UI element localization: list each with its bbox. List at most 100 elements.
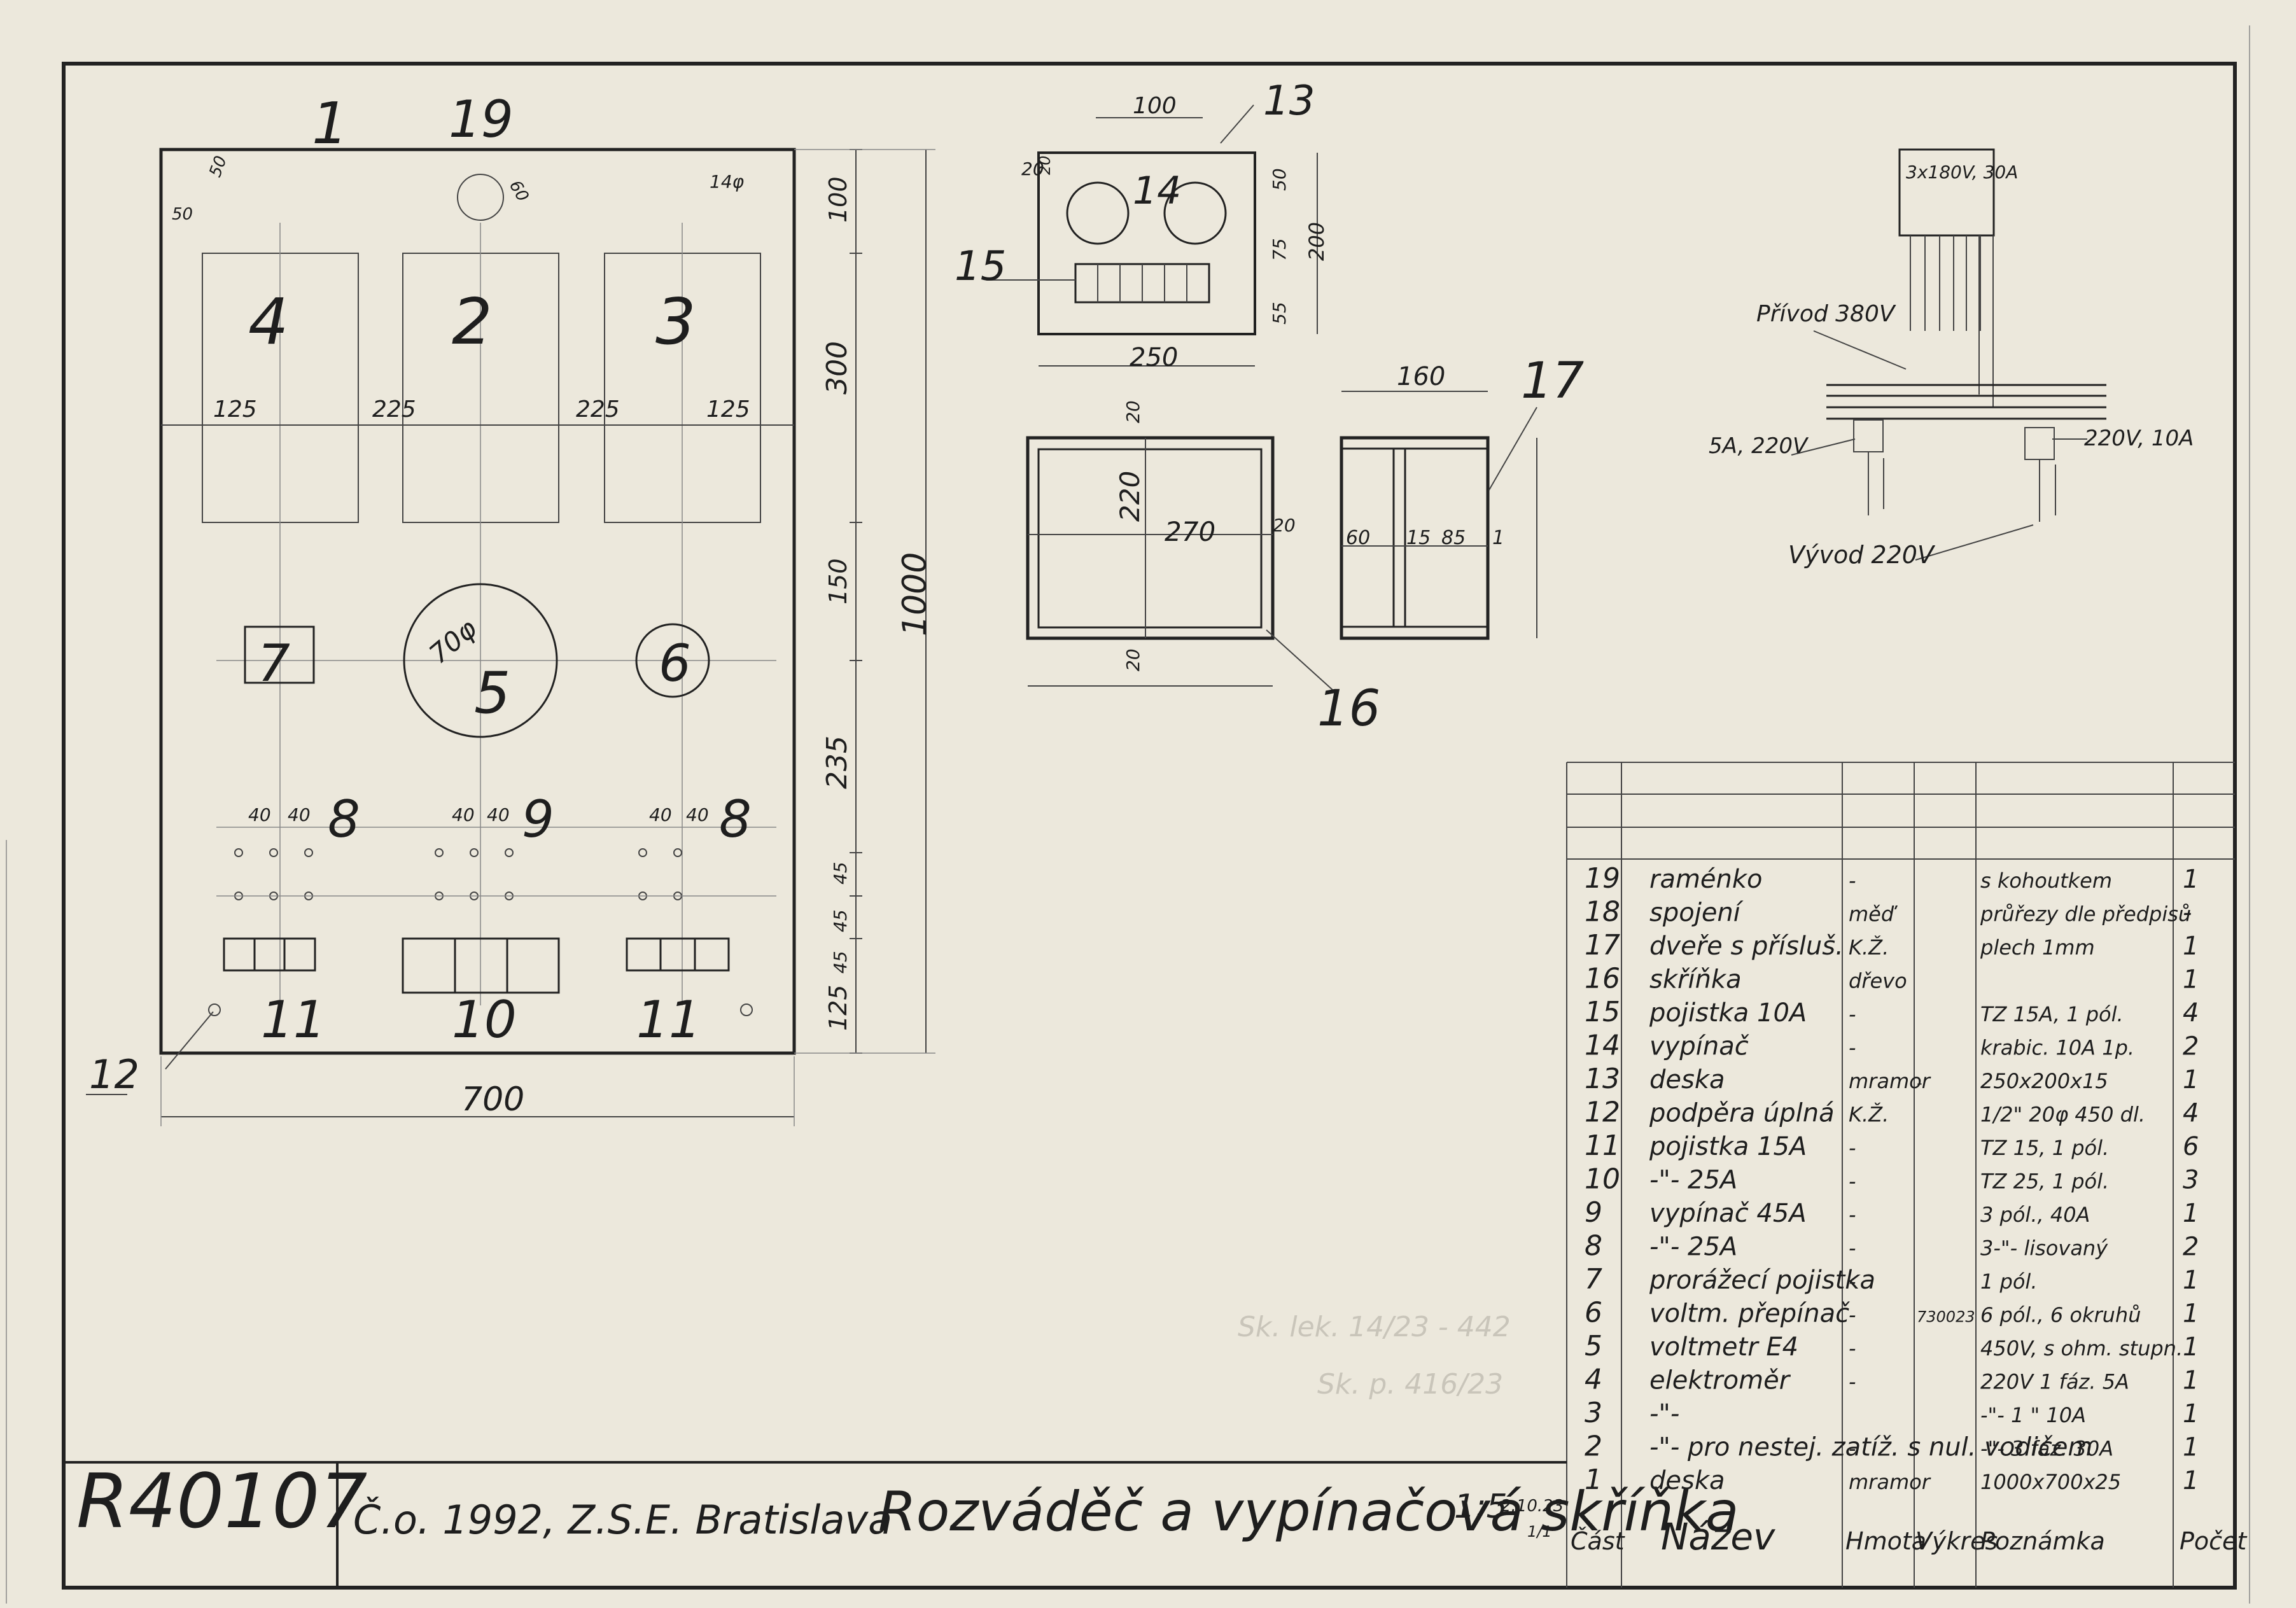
- parts-row-5-col-2: -: [1849, 1336, 1856, 1360]
- parts-row-8-col-0: 8: [1585, 1230, 1602, 1262]
- parts-header-5: Poznámka: [1980, 1527, 2105, 1555]
- parts-row-9-col-5: 1: [2183, 1199, 2199, 1228]
- part-label-7: 7: [258, 634, 290, 693]
- part-label-1: 1: [312, 90, 348, 157]
- parts-row-19-col-4: s kohoutkem: [1980, 869, 2112, 893]
- title-block-frame: [64, 1461, 1567, 1588]
- parts-row-2-col-5: 1: [2183, 1433, 2199, 1462]
- parts-row-11-col-1: pojistka 15A: [1649, 1132, 1807, 1161]
- parts-row-16-col-5: 1: [2183, 965, 2199, 995]
- parts-row-14-col-5: 2: [2183, 1032, 2199, 1061]
- panel-vdim-1: 100: [824, 176, 852, 223]
- parts-row-13-col-2: mramor: [1849, 1069, 1931, 1093]
- parts-row-10-col-1: -"- 25A: [1649, 1166, 1737, 1195]
- panel-dim-4: 14φ: [710, 171, 745, 192]
- parts-row-14-col-1: vypínač: [1649, 1032, 1749, 1061]
- parts-row-10-col-0: 10: [1585, 1163, 1620, 1196]
- parts-row-17-col-1: dveře s přísluš.: [1649, 932, 1844, 961]
- parts-row-17-col-0: 17: [1585, 929, 1620, 961]
- panel-width-dim: 700: [461, 1080, 524, 1119]
- plate-dim-8: 250: [1130, 343, 1178, 372]
- parts-row-15-col-4: TZ 15A, 1 pól.: [1980, 1002, 2124, 1026]
- part-label-3: 3: [655, 284, 696, 359]
- drawing-date: 2.10.23: [1501, 1497, 1564, 1516]
- drawing-number: R40107: [76, 1457, 367, 1545]
- part-label-16: 16: [1317, 680, 1380, 738]
- schematic-left-branch-label: 5A, 220V: [1709, 433, 1809, 459]
- parts-row-6-col-1: voltm. přepínač: [1649, 1299, 1850, 1329]
- parts-row-8-col-4: 3-"- lisovaný: [1980, 1236, 2108, 1261]
- fuse-7-box: [244, 626, 315, 684]
- parts-row-17-col-2: K.Ž.: [1849, 935, 1889, 960]
- parts-row-6-col-2: -: [1849, 1303, 1856, 1327]
- plate-dim-4: 50: [1269, 168, 1290, 191]
- parts-row-16-col-1: skříňka: [1649, 965, 1742, 995]
- panel-dim-3: 60: [505, 178, 533, 206]
- parts-row-15-col-5: 4: [2183, 998, 2199, 1028]
- panel-dim-13: 40: [649, 804, 672, 825]
- panel-dim-9: 40: [248, 804, 271, 825]
- parts-row-18-col-1: spojení: [1649, 898, 1744, 928]
- panel-vdim-6: 45: [830, 909, 851, 932]
- parts-row-2-col-1: -"- pro nestej. zatíž. s nul. vodičem: [1649, 1433, 2092, 1462]
- schematic-outlet-label: Vývod 220V: [1788, 541, 1936, 569]
- parts-row-1-col-5: 1: [2183, 1466, 2199, 1495]
- part-label-14: 14: [1133, 169, 1181, 213]
- parts-row-4-col-0: 4: [1585, 1364, 1602, 1396]
- parts-row-9-col-0: 9: [1585, 1196, 1602, 1229]
- panel-vdim-7: 45: [830, 951, 851, 974]
- panel-vdim-2: 300: [821, 341, 853, 395]
- parts-row-2-col-4: -"- 3 fáz. 30A: [1980, 1437, 2113, 1461]
- wiring-schematic: [1791, 148, 2106, 561]
- cabinet-side-outer: [1340, 436, 1490, 640]
- parts-row-7-col-5: 1: [2183, 1266, 2199, 1295]
- parts-row-15-col-2: -: [1849, 1002, 1856, 1026]
- parts-list-table: [1566, 762, 2235, 1588]
- switchboard-plate-view: [986, 104, 1318, 367]
- parts-row-13-col-0: 13: [1585, 1063, 1620, 1095]
- parts-row-1-col-0: 1: [1585, 1464, 1602, 1496]
- order-number: Č.o. 1992, Z.S.E. Bratislava: [353, 1497, 892, 1543]
- part-label-10: 10: [452, 990, 517, 1049]
- parts-row-16-col-0: 16: [1585, 963, 1620, 995]
- source-box: [1898, 148, 1995, 237]
- parts-row-7-col-4: 1 pól.: [1980, 1269, 2037, 1294]
- panel-dim-14: 40: [686, 804, 709, 825]
- parts-row-8-col-2: -: [1849, 1236, 1856, 1261]
- cabinet-side-view: [1340, 391, 1537, 640]
- schematic-inlet-label: Přívod 380V: [1756, 301, 1896, 327]
- parts-header-1: Část: [1571, 1527, 1626, 1555]
- cabinet-dim-5: 20: [1123, 648, 1144, 671]
- parts-row-14-col-0: 14: [1585, 1030, 1620, 1062]
- plate-dim-5: 75: [1269, 238, 1290, 261]
- parts-row-18-col-5: -: [2183, 898, 2192, 928]
- parts-row-7-col-1: prorážecí pojistka: [1649, 1266, 1875, 1295]
- cabinet-dim-4: 20: [1273, 515, 1296, 536]
- cabinet-outer: [1026, 436, 1275, 640]
- part-label-6: 6: [659, 634, 691, 693]
- parts-row-3-col-4: -"- 1 " 10A: [1980, 1403, 2086, 1427]
- panel-vdim-8: 125: [824, 984, 852, 1031]
- part-label-8: 8: [719, 790, 752, 849]
- parts-row-11-col-2: -: [1849, 1136, 1856, 1160]
- cabinet-dim-2: 220: [1114, 471, 1145, 522]
- panel-outline: [159, 148, 796, 1055]
- parts-row-5-col-1: voltmetr E4: [1649, 1332, 1798, 1362]
- plate-dim-3: 20: [1021, 158, 1044, 179]
- parts-row-9-col-2: -: [1849, 1203, 1856, 1227]
- part-label-11: 11: [261, 990, 326, 1049]
- parts-row-4-col-5: 1: [2183, 1366, 2199, 1395]
- mount-hole-19: [457, 174, 504, 221]
- parts-row-17-col-5: 1: [2183, 932, 2199, 961]
- schematic-right-branch-label: 220V, 10A: [2084, 426, 2194, 451]
- parts-row-6-col-5: 1: [2183, 1299, 2199, 1329]
- part-label-5: 5: [474, 660, 510, 727]
- parts-row-9-col-4: 3 pól., 40A: [1980, 1203, 2090, 1227]
- switch-6-circle: [635, 623, 710, 698]
- side-dim-1: 160: [1397, 362, 1445, 391]
- parts-row-12-col-5: 4: [2183, 1099, 2199, 1128]
- panel-vdim-5: 45: [830, 862, 851, 884]
- panel-dim-8: 125: [706, 396, 750, 423]
